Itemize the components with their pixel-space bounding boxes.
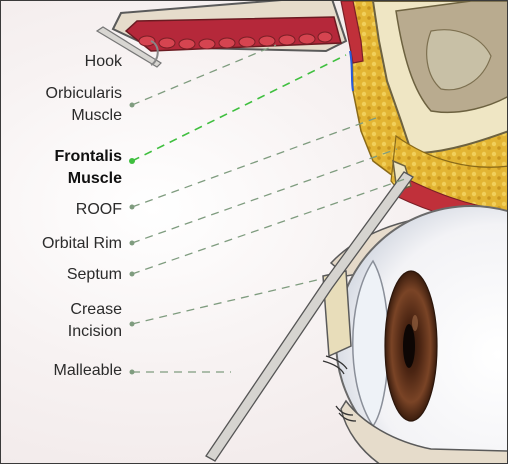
label-frontalis-muscle: Frontalis Muscle bbox=[2, 146, 122, 190]
dot-roof bbox=[130, 205, 135, 210]
leader-dots bbox=[129, 103, 135, 375]
leader-crease bbox=[132, 279, 321, 324]
leader-roof bbox=[132, 118, 376, 207]
label-septum: Septum bbox=[2, 264, 122, 286]
label-roof: ROOF bbox=[2, 199, 122, 221]
dot-orbicularis bbox=[130, 103, 135, 108]
label-hook: Hook bbox=[2, 51, 122, 73]
dot-malleable bbox=[130, 370, 135, 375]
dot-crease bbox=[130, 322, 135, 327]
label-crease-incision: Crease Incision bbox=[2, 299, 122, 343]
leader-orbicularis bbox=[132, 45, 276, 105]
label-malleable: Malleable bbox=[2, 360, 122, 382]
pupil bbox=[403, 324, 415, 368]
dot-orbital-rim bbox=[130, 241, 135, 246]
dot-septum bbox=[130, 272, 135, 277]
dot-frontalis bbox=[129, 158, 135, 164]
leader-frontalis bbox=[132, 55, 346, 161]
label-orbicularis-muscle: Orbicularis Muscle bbox=[2, 83, 122, 127]
iris-highlight bbox=[412, 315, 418, 331]
label-orbital-rim: Orbital Rim bbox=[2, 233, 122, 255]
